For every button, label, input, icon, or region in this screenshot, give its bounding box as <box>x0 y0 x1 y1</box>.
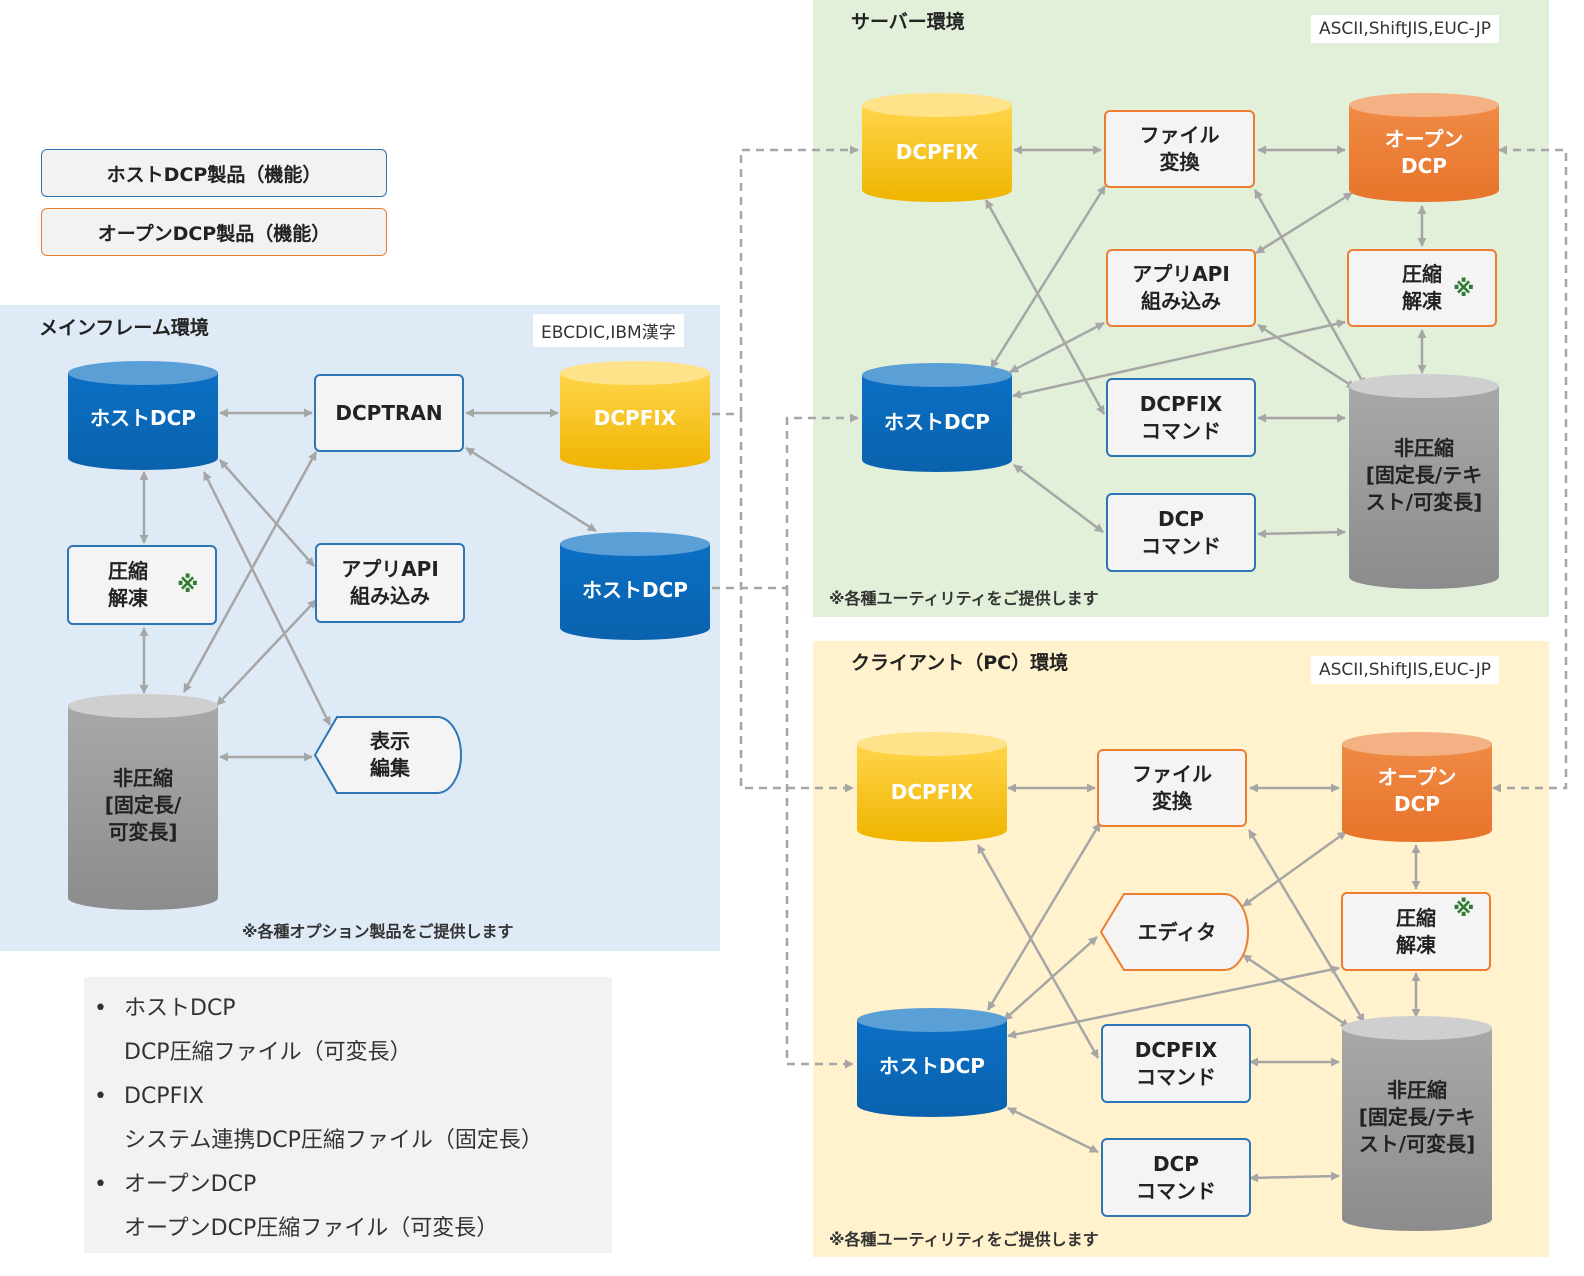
client-encoding: ASCII,ShiftJIS,EUC-JP <box>1311 656 1499 684</box>
sv-dcp-command-box: DCP コマンド <box>1106 493 1256 572</box>
cl-dcpfix-command-box: DCPFIX コマンド <box>1101 1024 1251 1103</box>
mf-host-dcp-2-label: ホストDCP <box>582 577 688 602</box>
cl-dcpfix-label: DCPFIX <box>890 779 974 804</box>
cylinder-sv-dcpfix <box>862 93 1012 202</box>
legend-open-product: オープンDCP製品（機能） <box>41 208 387 256</box>
cylinder-mf-host-dcp-2 <box>560 532 710 640</box>
cylinder-cl-host-dcp <box>857 1008 1007 1117</box>
server-note: ※各種ユーティリティをご提供します <box>829 589 1099 608</box>
sv-compress-mark: ※ <box>1453 277 1475 302</box>
mf-uncompressed-label: 非圧縮 [固定長/ 可変長] <box>104 765 182 844</box>
dashed-connectors <box>712 145 1568 1069</box>
legend-host-product: ホストDCP製品（機能） <box>41 149 387 197</box>
cl-file-convert-box: ファイル 変換 <box>1097 749 1247 827</box>
mf-dcpfix-label: DCPFIX <box>593 405 677 430</box>
mf-app-api-box: アプリAPI 組み込み <box>315 543 465 623</box>
sv-file-convert-box: ファイル 変換 <box>1104 110 1255 188</box>
sv-dcpfix-label: DCPFIX <box>895 139 979 164</box>
legend-open-label: オープンDCP製品（機能） <box>97 222 331 245</box>
cl-uncompressed-label: 非圧縮 [固定長/テキ スト/可変長] <box>1358 1077 1476 1156</box>
sv-open-dcp-label: オープン DCP <box>1384 127 1464 178</box>
cylinder-mf-uncompressed <box>68 694 218 910</box>
mf-compress-box: 圧縮 解凍 <box>67 545 217 625</box>
cl-dcp-command-box: DCP コマンド <box>1101 1138 1251 1217</box>
cylinder-cl-dcpfix <box>857 732 1007 842</box>
sv-dcpfix-command-box: DCPFIX コマンド <box>1106 378 1256 457</box>
cylinder-cl-open-dcp <box>1342 732 1492 842</box>
mf-dcptran-box: DCPTRAN <box>314 374 464 452</box>
cylinder-cl-uncompressed <box>1342 1016 1492 1231</box>
mainframe-encoding: EBCDIC,IBM漢字 <box>533 314 684 347</box>
cylinder-sv-uncompressed <box>1349 374 1499 589</box>
cl-compress-mark: ※ <box>1453 897 1475 922</box>
server-title: サーバー環境 <box>851 11 965 33</box>
cl-open-dcp-label: オープン DCP <box>1377 765 1457 816</box>
sv-compress-box: 圧縮 解凍 <box>1347 249 1497 327</box>
mainframe-note: ※各種オプション製品をご提供します <box>242 922 514 941</box>
mf-view-edit-label: 表示 編集 <box>370 729 410 780</box>
cl-editor-label: エディタ <box>1137 919 1217 944</box>
client-title: クライアント（PC）環境 <box>851 652 1069 674</box>
cl-compress-box: 圧縮 解凍 <box>1341 892 1491 971</box>
sv-app-api-box: アプリAPI 組み込み <box>1106 249 1256 327</box>
legend-host-label: ホストDCP製品（機能） <box>106 163 322 186</box>
server-encoding: ASCII,ShiftJIS,EUC-JP <box>1311 15 1499 43</box>
cl-editor-shape <box>1099 893 1249 971</box>
sv-host-dcp-label: ホストDCP <box>884 409 990 434</box>
mf-compress-mark: ※ <box>177 573 199 598</box>
mf-view-edit-shape <box>313 716 462 794</box>
cylinder-mf-host-dcp <box>68 361 218 470</box>
cl-host-dcp-label: ホストDCP <box>879 1053 985 1078</box>
mf-host-dcp-label: ホストDCP <box>90 405 196 430</box>
cylinder-sv-open-dcp <box>1349 93 1499 202</box>
solid-connectors <box>139 145 1427 1183</box>
sv-uncompressed-label: 非圧縮 [固定長/テキ スト/可変長] <box>1365 435 1483 514</box>
cylinder-sv-host-dcp <box>862 363 1012 472</box>
cylinder-mf-dcpfix <box>560 361 710 470</box>
client-note: ※各種ユーティリティをご提供します <box>829 1230 1099 1249</box>
mainframe-title: メインフレーム環境 <box>39 317 209 339</box>
